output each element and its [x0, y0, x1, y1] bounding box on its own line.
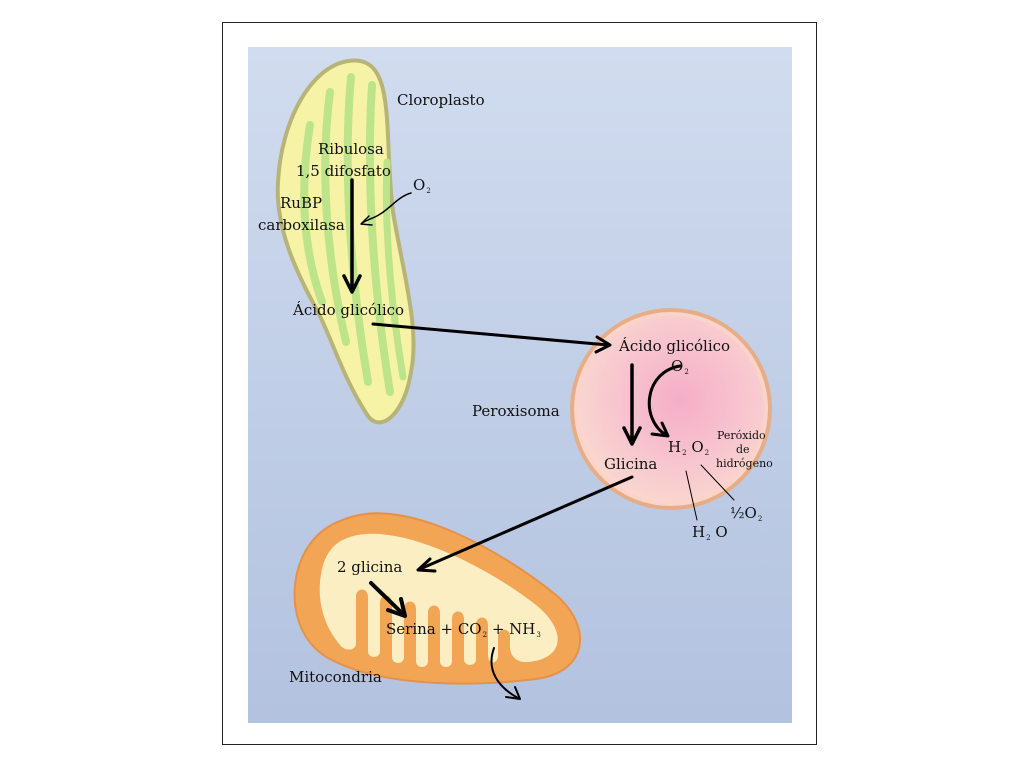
arrow-peroxisome-to-mitochondrion	[418, 475, 634, 571]
thylakoid-stripe	[300, 121, 326, 306]
water-formula: H2 O	[692, 523, 728, 542]
thylakoid-stripe	[343, 73, 372, 386]
arrow-head	[416, 557, 437, 573]
rubp-substrate-line1: Ribulosa	[318, 140, 384, 158]
arrow-head	[505, 686, 521, 700]
arrow-head	[386, 597, 407, 618]
chloroplast-label: Cloroplasto	[397, 91, 485, 109]
thylakoid-stripe	[382, 158, 407, 381]
half-oxygen-formula: ½O2	[730, 504, 763, 523]
hydrogen-peroxide-name-line3: hidrógeno	[716, 457, 773, 470]
hydrogen-peroxide-formula: H2 O2	[668, 438, 710, 457]
peroxisome-oxygen: O2	[671, 357, 689, 376]
peroxisome-label: Peroxisoma	[472, 402, 560, 420]
hydrogen-peroxide-name-line2: de	[736, 443, 750, 456]
mitochondrion-cristae	[319, 533, 558, 667]
peroxisome-product: Glicina	[604, 455, 658, 473]
mitochondrion-label: Mitocondria	[289, 668, 382, 686]
thylakoid-stripe	[321, 88, 350, 346]
chloroplast	[275, 58, 416, 425]
oxygen-input-curve	[361, 192, 412, 224]
enzyme-label-line1: RuBP	[280, 194, 323, 212]
mitochondrion-products: Serina + CO2 + NH3	[386, 620, 541, 639]
mitochondrion	[293, 512, 581, 685]
arrow-chloroplast-to-peroxisome	[371, 322, 610, 347]
arrow-glycine-to-serine	[369, 581, 405, 616]
arrow-head	[650, 421, 670, 438]
peroxide-to-oxygen-line	[700, 464, 735, 501]
chloroplast-oxygen: O2	[413, 176, 431, 195]
mitochondrion-substrate: 2 glicina	[337, 558, 403, 576]
peroxisome-substrate: Ácido glicólico	[619, 337, 731, 355]
arrow-head	[360, 215, 373, 226]
enzyme-label-line2: carboxilasa	[258, 216, 345, 234]
arrow-head	[342, 274, 362, 294]
thylakoid-stripe	[365, 81, 394, 396]
rubp-substrate-line2: 1,5 difosfato	[296, 162, 391, 180]
photorespiration-diagram	[275, 58, 772, 700]
arrow-ammonia-exit	[490, 647, 519, 699]
peroxide-to-water-line	[685, 470, 698, 521]
arrow-head	[622, 426, 642, 446]
arrow-head	[594, 335, 612, 354]
peroxisome-core	[578, 316, 764, 502]
reaction-arrows	[342, 178, 735, 700]
peroxisome	[570, 308, 772, 510]
oxygen-to-peroxide-curve	[647, 364, 682, 437]
chloroplast-product: Ácido glicólico	[293, 301, 405, 319]
hydrogen-peroxide-name-line1: Peróxido	[717, 429, 766, 442]
